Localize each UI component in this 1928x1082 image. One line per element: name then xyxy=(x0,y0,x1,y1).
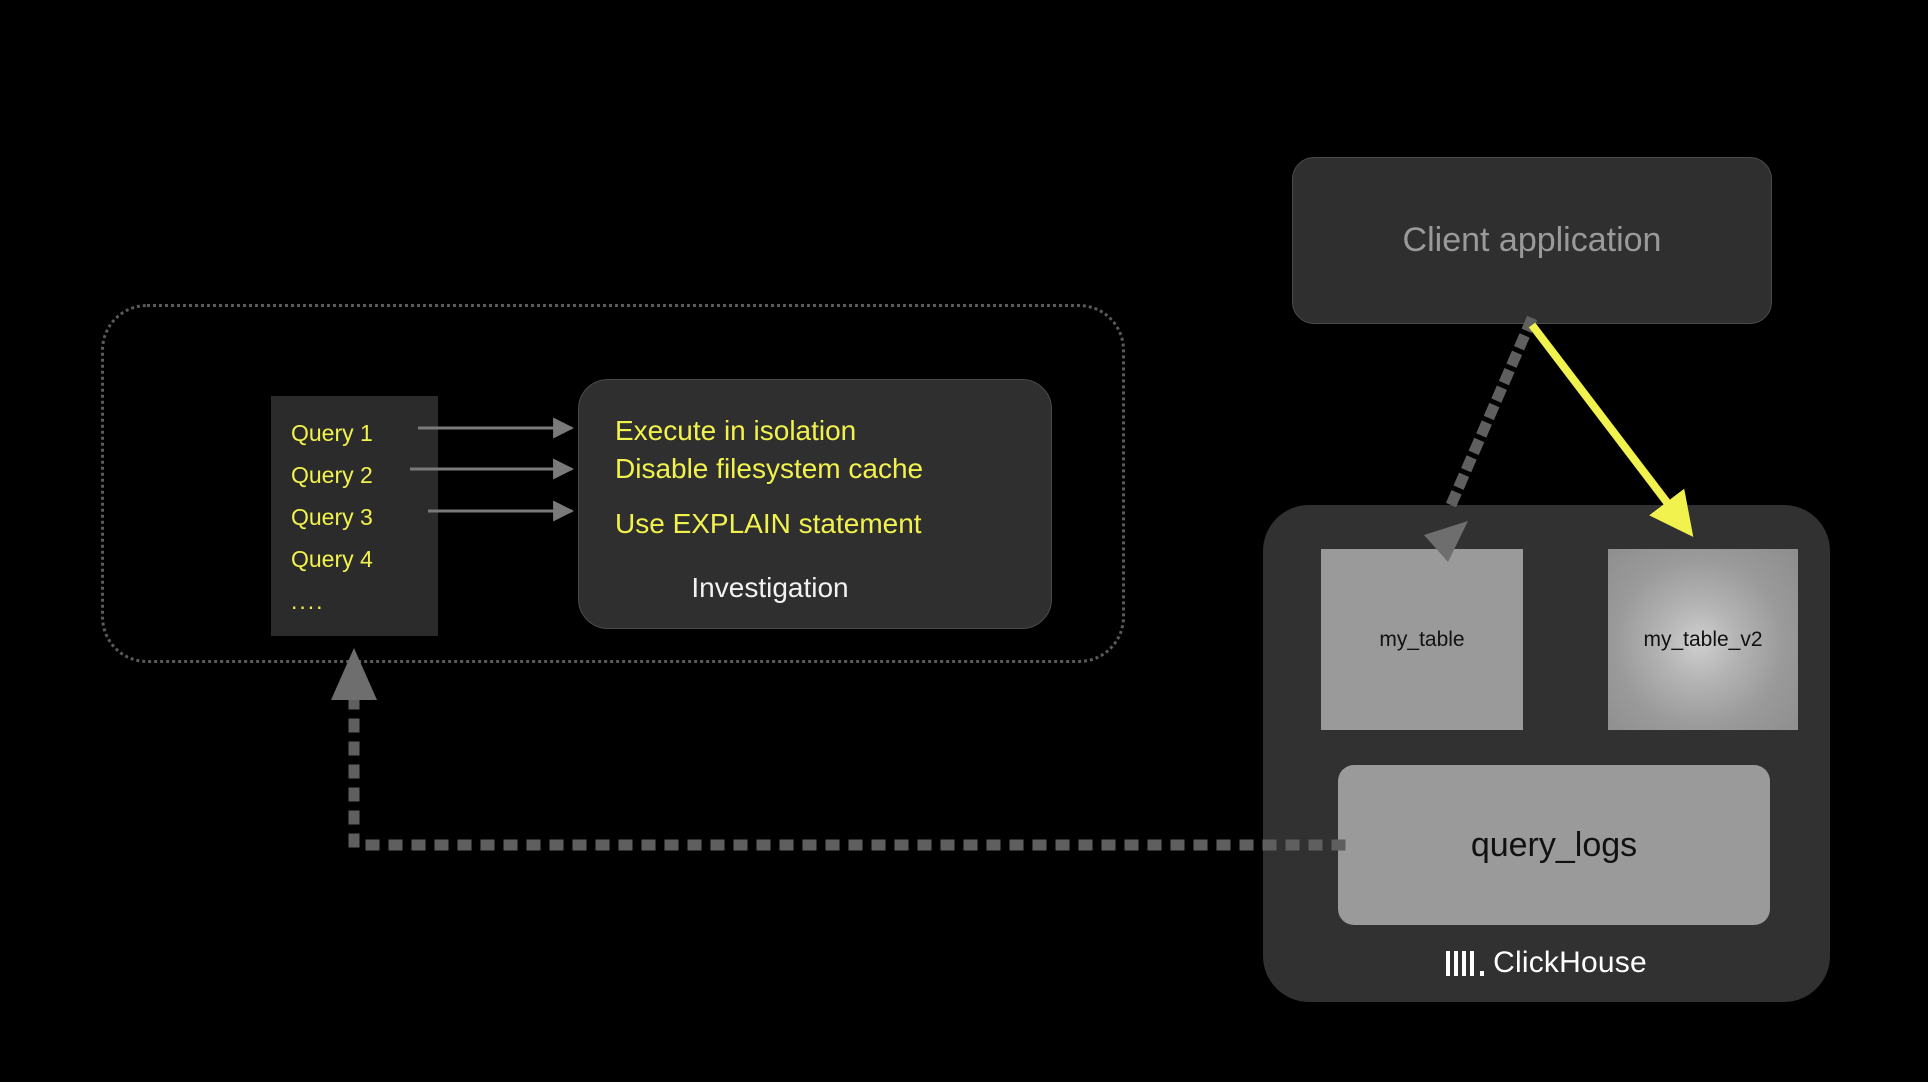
investigation-card: Execute in isolation Disable filesystem … xyxy=(578,379,1052,629)
query-list-panel: Query 1 Query 2 Query 3 Query 4 .... xyxy=(271,396,438,636)
investigation-spacer xyxy=(615,488,1051,505)
table-label-my-table: my_table xyxy=(1379,627,1465,651)
investigation-card-title: Investigation xyxy=(579,572,1051,604)
investigation-line-1: Execute in isolation xyxy=(615,415,857,446)
table-label-my-table-v2: my_table_v2 xyxy=(1643,627,1763,651)
clickhouse-logo-text: ClickHouse xyxy=(1493,946,1647,979)
table-box-query-logs: query_logs xyxy=(1338,765,1770,925)
client-application-label: Client application xyxy=(1402,221,1662,259)
clickhouse-logo: ClickHouse xyxy=(1263,946,1830,980)
list-item-query-1: Query 1 xyxy=(291,420,373,446)
investigation-card-title-text: Investigation xyxy=(691,572,849,603)
connector-client-to-my-table-v2 xyxy=(1528,322,1694,538)
investigation-line-2: Disable filesystem cache xyxy=(615,453,924,484)
connector-query-logs-to-query-panel xyxy=(348,666,1346,851)
list-item-query-3: Query 3 xyxy=(291,504,373,530)
investigation-line-3: Use EXPLAIN statement xyxy=(615,508,922,539)
clickhouse-container: my_table my_table_v2 query_logs ClickHou… xyxy=(1263,505,1830,1002)
table-label-query-logs: query_logs xyxy=(1470,825,1638,864)
connector-client-to-my-table xyxy=(1440,315,1538,520)
clickhouse-bars-icon xyxy=(1446,950,1485,976)
table-box-my-table-v2: my_table_v2 xyxy=(1608,549,1798,730)
client-application-box: Client application xyxy=(1292,157,1772,324)
list-item-query-ellipsis: .... xyxy=(291,588,325,614)
table-box-my-table: my_table xyxy=(1321,549,1523,730)
investigation-region-border xyxy=(101,304,1125,663)
list-item-query-4: Query 4 xyxy=(291,546,373,572)
list-item-query-2: Query 2 xyxy=(291,462,373,488)
